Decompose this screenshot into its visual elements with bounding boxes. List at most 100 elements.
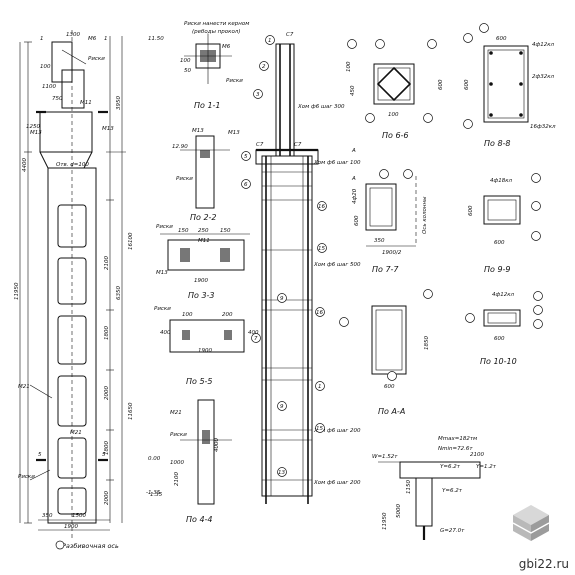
s77-title: По 7-7 (372, 265, 399, 274)
stirrup-label-5: Хом ф6 шаг 200 (313, 480, 361, 486)
pos-3: 3 (256, 92, 260, 98)
cut-c7-right: С7 (294, 142, 302, 148)
s33-dim-150: 150 (178, 228, 189, 234)
col-dim-16100: 16100 (128, 232, 134, 250)
s33-m13: M13 (156, 270, 168, 276)
s66-title: По 6-6 (382, 131, 409, 140)
section-6-6: 100 100 600 450 По 6-6 (346, 39, 444, 140)
s11-riski: Риски (226, 78, 243, 84)
section-1-1: Риски нанести керном (ребоды прокол) M6 … (180, 21, 249, 110)
site-watermark: gbi22.ru (518, 557, 569, 571)
s1010-title: По 10-10 (480, 357, 517, 366)
s99-dim-600b: 600 (494, 240, 505, 246)
s44-dim-2100: 2100 (174, 472, 180, 486)
s22-elev: 12.90 (172, 144, 188, 150)
s66-dim-100b: 100 (388, 112, 399, 118)
pos-15b: 15 (316, 426, 323, 432)
reinforcement-cage: С7 С7 С7 А А Хом ф6 шаг 100 Хом ф6 шаг 3… (241, 32, 361, 504)
s77-dim-350: 350 (374, 238, 385, 244)
col-mark-m21: M21 (18, 384, 30, 390)
col-dim-1900: 1900 (64, 524, 78, 530)
load-m2: Nmin=72.6т (438, 446, 473, 452)
col-mark-m6: M6 (88, 36, 97, 42)
s33-dim-150b: 150 (220, 228, 231, 234)
col-dim-11950: 11950 (14, 282, 20, 300)
s11-title: По 1-1 (194, 101, 221, 110)
s11-note2: (ребоды прокол) (192, 29, 240, 35)
s44-dim-4000: 4000 (214, 438, 220, 452)
col-left-dim-750: 750 (52, 96, 63, 102)
section-9-9: 4ф18кл 600 600 По 9-9 (468, 173, 541, 274)
s44-m21: M21 (170, 410, 182, 416)
s88-16f32: 16ф32кл (530, 124, 556, 130)
col-elev-top: 11.50 (148, 36, 164, 42)
s88-dim-600: 600 (496, 36, 507, 42)
pos-9b: 9 (280, 404, 284, 410)
s55-title: По 5-5 (186, 377, 213, 386)
s1010-dim-600: 600 (494, 336, 505, 342)
col-mark-m13: M13 (30, 130, 42, 136)
s88-title: По 8-8 (484, 139, 511, 148)
load-m1: Мmax=182тм (438, 436, 477, 442)
col-left-dim-1100: 1100 (42, 84, 56, 90)
col-mark-m21b: M21 (70, 430, 82, 436)
s99-dim-600: 600 (468, 205, 474, 216)
col-dim-11650: 11650 (128, 402, 134, 420)
pos-2: 2 (262, 64, 266, 70)
section-10-10: 4ф12кл 600 По 10-10 (465, 291, 543, 366)
s22-m13: M13 (192, 128, 204, 134)
col-note-1: 1 (40, 36, 44, 42)
pos-16: 16 (318, 204, 325, 210)
col-axis-label: Разбивочная ось (62, 542, 119, 550)
pos-1: 1 (268, 38, 272, 44)
load-dim-5000: 5000 (396, 504, 402, 518)
col-elev-bottom: -1.35 (146, 490, 161, 496)
col-dim-1300: 1300 (66, 32, 80, 38)
load-dim-2100: 2100 (470, 452, 484, 458)
col-left-dim-100: 100 (40, 64, 51, 70)
s55-dim-200: 200 (222, 312, 233, 318)
col-riski-label-bottom: Риски (18, 474, 35, 480)
s99-title: По 9-9 (484, 265, 511, 274)
cut-c7-top: С7 (286, 32, 294, 38)
pos-13: 13 (278, 470, 285, 476)
load-dim-11950: 11950 (382, 512, 388, 530)
axis-bubble (55, 540, 65, 550)
s77-dim-600: 600 (354, 215, 360, 226)
col-dim-1800: 1800 (104, 326, 110, 340)
s77-4f20: 4ф20 (352, 188, 358, 204)
col-mark-m11: M11 (80, 100, 92, 106)
s77-axis: Ось колонны (422, 196, 428, 234)
col-left-dim-4400: 4400 (22, 158, 28, 172)
column-elevation: 1300 11950 3950 6350 16100 11650 2100 18… (14, 30, 164, 550)
s88-2f32: 2ф32кл (532, 74, 555, 80)
load-scheme: W=1.52т Мmax=182тм Nmin=72.6т Y=6.2т Y=1… (372, 436, 497, 540)
stirrup-label-2: Хом ф6 шаг 300 (297, 104, 345, 110)
gbi-logo-icon (512, 505, 550, 541)
col-dim-1800b: 1800 (104, 441, 110, 455)
pos-9: 9 (280, 296, 284, 302)
pos-5: 5 (244, 154, 248, 160)
col-mark-m13b: M13 (102, 126, 114, 132)
s33-riski: Риски (156, 224, 173, 230)
s55-dim-1900: 1900 (198, 348, 212, 354)
col-left-dim-1250: 1250 (26, 124, 40, 130)
cut-a-top: А (351, 148, 356, 154)
load-c: Y=6.2т (442, 488, 463, 494)
s33-dim-250: 250 (198, 228, 209, 234)
s66-dim-450: 450 (350, 85, 356, 96)
col-note-5b: 5 (102, 452, 106, 458)
s1010-4f12: 4ф12кл (492, 292, 515, 298)
col-dim-2100: 2100 (104, 256, 110, 270)
s55-riski: Риски (154, 306, 171, 312)
section-8-8: 600 4ф12кл 2ф32кл 16ф32кл 600 По 8-8 (463, 23, 556, 148)
pos-6: 6 (244, 182, 248, 188)
col-dim-2000: 2000 (104, 386, 110, 400)
pos-7: 7 (254, 336, 258, 342)
s88-4f12: 4ф12кл (532, 42, 555, 48)
col-dim-6350: 6350 (116, 286, 122, 300)
position-bubbles: 1 2 3 5 6 16 15 9 16 7 1 9 15 13 (241, 35, 327, 477)
col-dim-2000b: 2000 (104, 491, 110, 505)
section-a-a: 1850 600 По А-А (339, 289, 433, 416)
cut-c7-left: С7 (256, 142, 264, 148)
